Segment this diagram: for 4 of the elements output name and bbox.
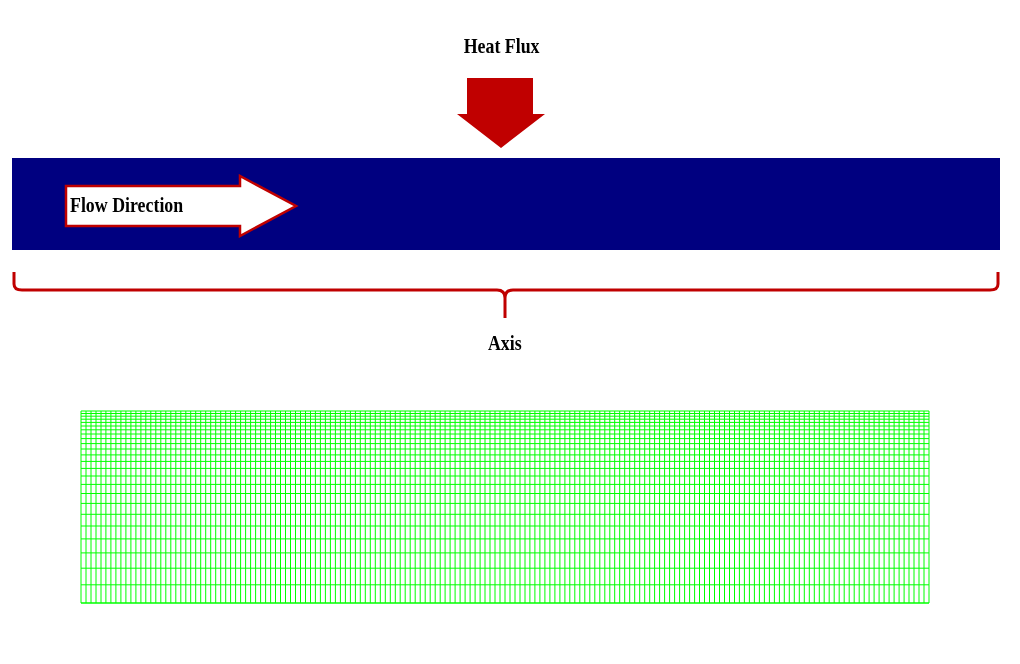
- heat-flux-label: Heat Flux: [463, 33, 540, 59]
- flow-arrow: [64, 174, 300, 238]
- flow-direction-label: Flow Direction: [70, 193, 184, 218]
- axis-label: Axis: [488, 330, 522, 356]
